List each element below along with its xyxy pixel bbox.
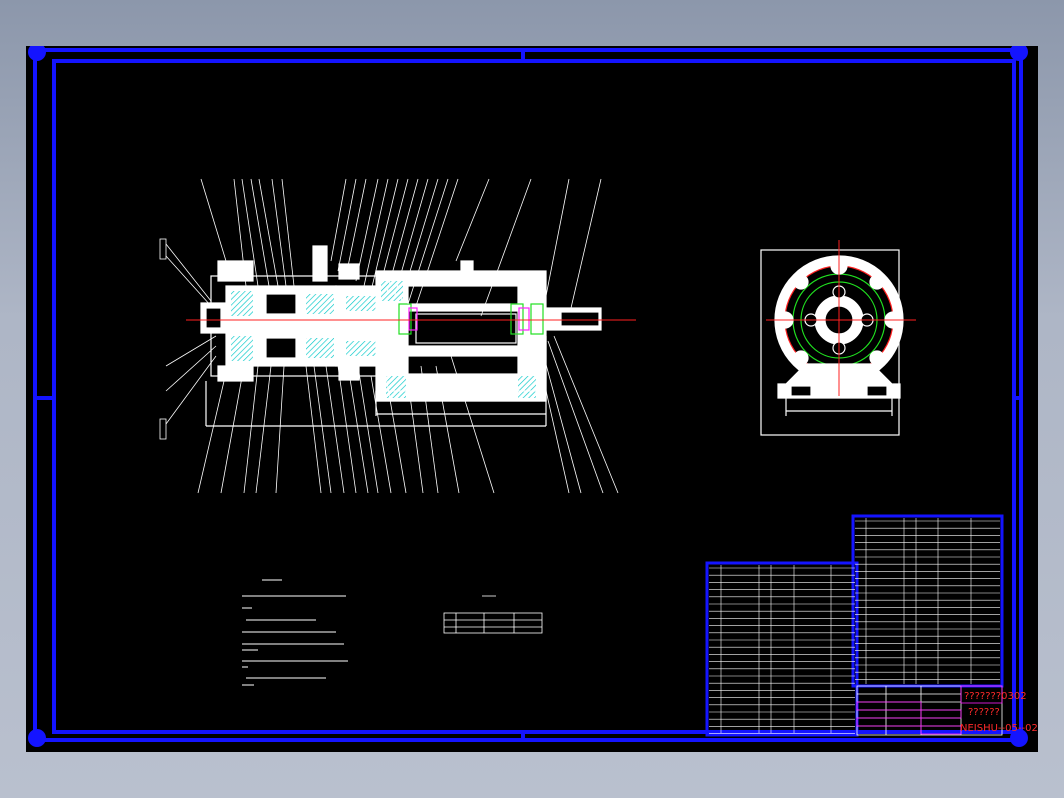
- leader-lines-top: [200, 178, 602, 317]
- assembly-drawing: [28, 46, 1028, 747]
- title-block: [856, 685, 1003, 736]
- left-balloon-labels: [159, 238, 217, 440]
- main-section-view: [200, 245, 602, 427]
- parameter-table: [443, 595, 543, 634]
- bom-rows: [709, 518, 1000, 734]
- sheet-frame: [28, 46, 1028, 747]
- drawing-number: NEISHU--05--02: [960, 723, 1038, 734]
- cad-viewport[interactable]: ???????0302 ?????? NEISHU--05--02: [26, 46, 1038, 752]
- leader-lines-bottom: [197, 335, 619, 494]
- technical-notes: [242, 579, 348, 686]
- end-view-center-lines: [766, 240, 916, 396]
- title-block-code: ???????0302: [964, 691, 1027, 702]
- title-block-code-secondary: ??????: [968, 707, 1000, 718]
- end-view: [760, 249, 904, 436]
